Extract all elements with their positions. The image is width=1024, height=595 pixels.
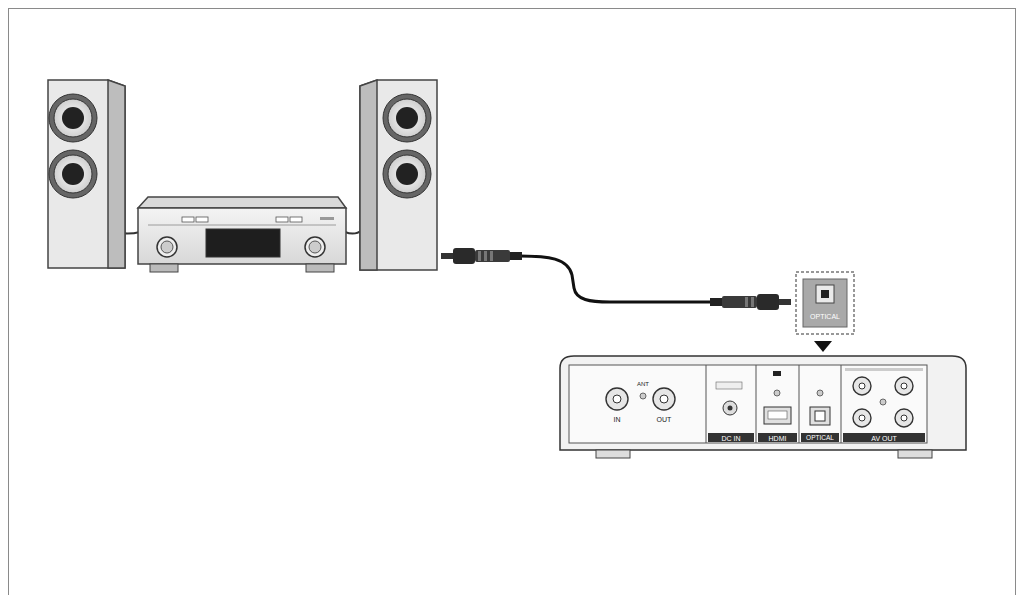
right-speaker	[360, 80, 437, 270]
set-top-box	[560, 356, 966, 458]
port-label: ANT	[637, 381, 649, 387]
optical-cable	[441, 248, 791, 310]
section-label: HDMI	[769, 434, 787, 441]
section-label: AV OUT	[871, 434, 897, 441]
port-callout	[796, 272, 854, 352]
section-label: OPTICAL	[806, 434, 834, 441]
section-label: DC IN	[721, 434, 740, 441]
port-label: IN	[614, 416, 621, 423]
frame	[9, 9, 1016, 595]
amplifier	[138, 197, 346, 272]
port-label: OUT	[657, 416, 672, 423]
callout-label: OPTICAL	[810, 313, 840, 320]
left-speaker	[48, 80, 125, 268]
